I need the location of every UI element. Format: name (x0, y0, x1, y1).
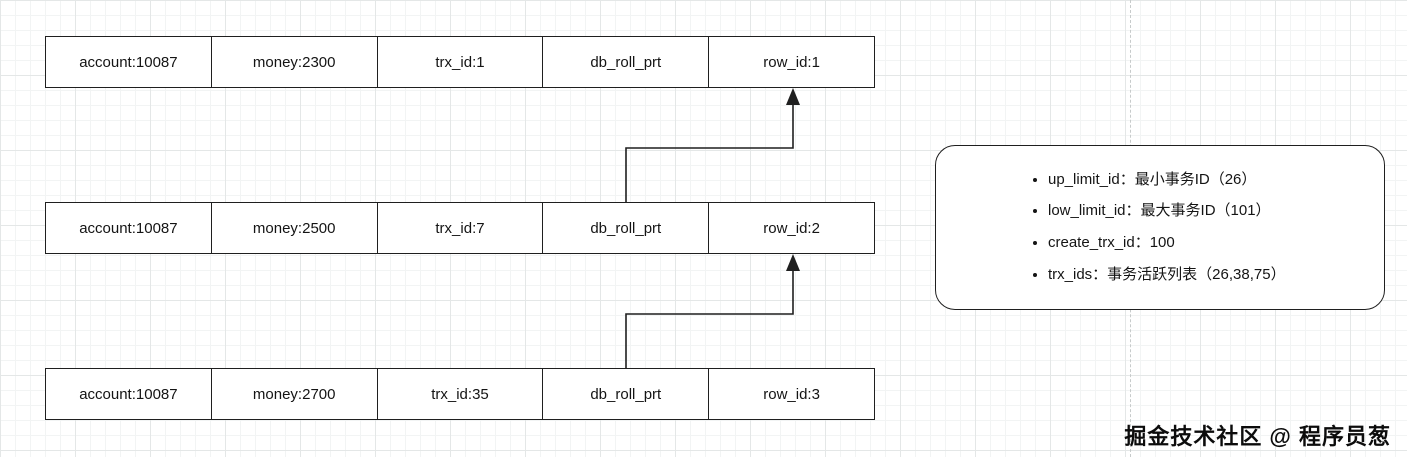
cell-row-id: row_id:2 (763, 219, 820, 237)
cell-account: account:10087 (46, 369, 212, 419)
info-item-create-trx-id: create_trx_id：100 (1048, 234, 1286, 253)
info-item-trx-ids: trx_ids：事务活跃列表（26,38,75） (1048, 266, 1286, 285)
arrow-row3-to-row2 (625, 269, 794, 368)
cell-row-id: row_id:3 (763, 385, 820, 403)
cell-money: money:2300 (212, 37, 378, 87)
info-item-up-limit-id: up_limit_id：最小事务ID（26） (1048, 171, 1286, 190)
cell-money: money:2500 (212, 203, 378, 253)
info-item-low-limit-id: low_limit_id：最大事务ID（101） (1048, 202, 1286, 221)
cell-db-roll-prt: db_roll_prt (543, 369, 710, 419)
readview-info-list: up_limit_id：最小事务ID（26） low_limit_id：最大事务… (936, 171, 1302, 285)
watermark-text: 掘金技术社区 @ 程序员葱 (1124, 424, 1391, 449)
record-row-1: account:10087 money:2300 trx_id:1 db_rol… (45, 36, 875, 88)
arrowhead-row2-to-row1 (786, 88, 800, 105)
cell-trx-id: trx_id:7 (378, 203, 544, 253)
cell-db-roll-prt: db_roll_prt (543, 37, 710, 87)
cell-db-roll-prt: db_roll_prt (543, 203, 710, 253)
cell-account: account:10087 (46, 203, 212, 253)
cell-row-id: row_id:1 (763, 53, 820, 71)
arrowhead-row3-to-row2 (786, 254, 800, 271)
cell-account: account:10087 (46, 37, 212, 87)
cell-money: money:2700 (212, 369, 378, 419)
arrow-row2-to-row1 (625, 103, 794, 202)
readview-info-box: up_limit_id：最小事务ID（26） low_limit_id：最大事务… (935, 145, 1385, 310)
cell-trx-id: trx_id:35 (378, 369, 544, 419)
record-row-3: account:10087 money:2700 trx_id:35 db_ro… (45, 368, 875, 420)
cell-trx-id: trx_id:1 (378, 37, 544, 87)
record-row-2: account:10087 money:2500 trx_id:7 db_rol… (45, 202, 875, 254)
